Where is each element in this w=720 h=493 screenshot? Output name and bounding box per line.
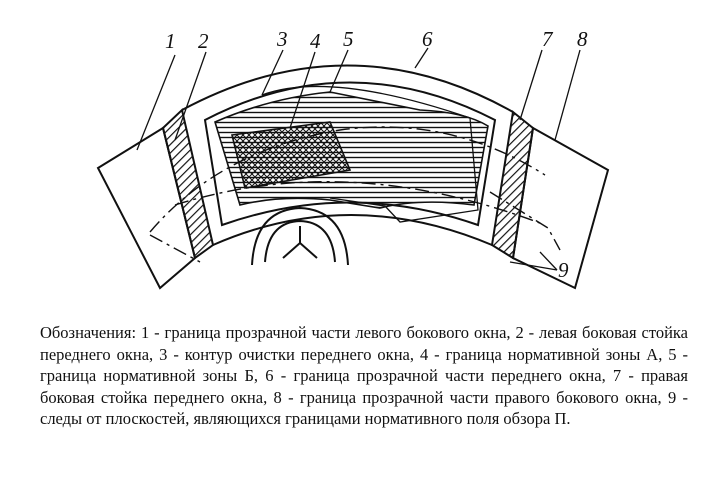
right-side-window bbox=[511, 126, 610, 290]
visibility-trace-left bbox=[149, 126, 546, 233]
leader-9a bbox=[509, 261, 558, 271]
leader-2 bbox=[174, 51, 207, 141]
label-6: 6 bbox=[422, 27, 433, 51]
wiper-contour bbox=[261, 85, 479, 223]
leader-3 bbox=[261, 49, 284, 96]
label-7: 7 bbox=[542, 27, 554, 51]
visibility-trace-arc bbox=[174, 181, 546, 226]
leader-9b bbox=[539, 251, 558, 271]
zone-a bbox=[231, 121, 352, 189]
steering-wheel bbox=[251, 206, 349, 266]
leader-1 bbox=[136, 54, 176, 151]
windshield-outer-arc bbox=[181, 64, 514, 113]
windshield-lower-arc bbox=[212, 214, 493, 246]
leader-6 bbox=[414, 47, 429, 69]
visibility-trace-right bbox=[149, 191, 561, 263]
windshield-diagram: 1 2 3 4 5 6 7 8 9 bbox=[96, 27, 610, 290]
label-3: 3 bbox=[276, 27, 288, 51]
label-5: 5 bbox=[343, 27, 354, 51]
left-pillar bbox=[161, 108, 215, 260]
legend-caption: Обозначения: 1 - граница прозрачной част… bbox=[40, 323, 688, 428]
steering-spokes bbox=[282, 226, 318, 259]
label-4: 4 bbox=[310, 29, 321, 53]
label-8: 8 bbox=[577, 27, 588, 51]
steering-wheel-inner bbox=[264, 219, 336, 263]
leader-8 bbox=[554, 49, 581, 141]
label-2: 2 bbox=[198, 29, 209, 53]
label-9: 9 bbox=[558, 258, 569, 282]
right-pillar bbox=[490, 110, 535, 260]
label-1: 1 bbox=[165, 29, 176, 53]
leader-4 bbox=[289, 51, 316, 129]
leader-7 bbox=[519, 49, 543, 121]
leader-5 bbox=[329, 49, 349, 93]
